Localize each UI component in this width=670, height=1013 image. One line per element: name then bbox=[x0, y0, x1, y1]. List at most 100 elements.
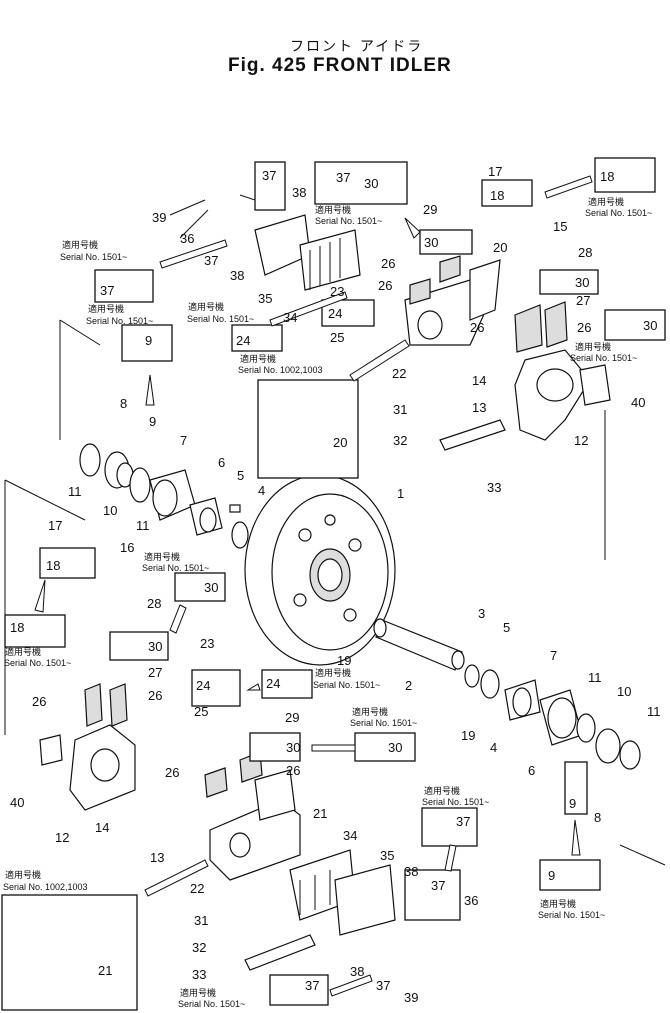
callout-12: 12 bbox=[574, 433, 588, 448]
arrows bbox=[34, 175, 593, 997]
callout-4: 4 bbox=[258, 483, 265, 498]
callout-13b: 13 bbox=[150, 850, 164, 865]
note-serial-10: Serial No. 1501~ bbox=[313, 680, 380, 690]
callout-35b: 35 bbox=[380, 848, 394, 863]
right-bearing-group bbox=[464, 664, 641, 770]
callout-30e: 30 bbox=[204, 580, 218, 595]
callout-17b: 17 bbox=[48, 518, 62, 533]
callout-18b: 18 bbox=[600, 169, 614, 184]
callout-37c: 37 bbox=[204, 253, 218, 268]
callout-6: 6 bbox=[218, 455, 225, 470]
callout-14b: 14 bbox=[95, 820, 109, 835]
note-tekiyo-7: 適用号機 bbox=[575, 341, 611, 352]
callout-12b: 12 bbox=[55, 830, 69, 845]
note-tekiyo-14: 適用号機 bbox=[5, 869, 41, 880]
callout-24: 24 bbox=[328, 306, 342, 321]
callout-29: 29 bbox=[423, 202, 437, 217]
callout-1: 1 bbox=[397, 486, 404, 501]
callout-5b: 5 bbox=[503, 620, 510, 635]
callout-26e: 26 bbox=[32, 694, 46, 709]
idler-shaft bbox=[373, 618, 465, 671]
note-tekiyo-5: 適用号機 bbox=[188, 301, 224, 312]
note-serial-6: Serial No. 1002,1003 bbox=[238, 365, 323, 375]
callout-33: 33 bbox=[487, 480, 501, 495]
callout-22: 22 bbox=[392, 366, 406, 381]
note-tekiyo-11: 適用号機 bbox=[352, 706, 388, 717]
note-tekiyo-2: 適用号機 bbox=[588, 196, 624, 207]
callout-39b: 39 bbox=[404, 990, 418, 1005]
lower-support bbox=[204, 751, 301, 881]
serial-notes: 適用号機 Serial No. 1501~ 適用号機 Serial No. 15… bbox=[3, 196, 652, 1009]
callout-18c: 18 bbox=[46, 558, 60, 573]
callout-23b: 23 bbox=[200, 636, 214, 651]
callout-23: 23 bbox=[330, 284, 344, 299]
callout-28: 28 bbox=[578, 245, 592, 260]
callout-31b: 31 bbox=[194, 913, 208, 928]
note-serial-8: Serial No. 1501~ bbox=[142, 563, 209, 573]
callout-7: 7 bbox=[180, 433, 187, 448]
callout-15: 15 bbox=[553, 219, 567, 234]
callout-37f: 37 bbox=[431, 878, 445, 893]
callout-40b: 40 bbox=[10, 795, 24, 810]
callout-3: 3 bbox=[478, 606, 485, 621]
callout-30d: 30 bbox=[643, 318, 657, 333]
callout-37h: 37 bbox=[305, 978, 319, 993]
plate-33-lower bbox=[244, 934, 316, 971]
callout-19: 19 bbox=[337, 653, 351, 668]
callout-34: 34 bbox=[283, 310, 297, 325]
callout-27b: 27 bbox=[148, 665, 162, 680]
title-japanese: フロント アイドラ bbox=[290, 38, 424, 54]
callout-2: 2 bbox=[405, 678, 412, 693]
callout-30f: 30 bbox=[148, 639, 162, 654]
upper-guard bbox=[514, 301, 611, 441]
callout-8: 8 bbox=[120, 396, 127, 411]
callout-7b: 7 bbox=[550, 648, 557, 663]
callout-27: 27 bbox=[576, 293, 590, 308]
leader-lines bbox=[4, 194, 666, 866]
note-serial-7: Serial No. 1501~ bbox=[570, 353, 637, 363]
left-bearing-group bbox=[79, 443, 249, 549]
callout-32: 32 bbox=[393, 433, 407, 448]
callout-10: 10 bbox=[103, 503, 117, 518]
callout-9c: 9 bbox=[569, 796, 576, 811]
callout-28b: 28 bbox=[147, 596, 161, 611]
callout-26h: 26 bbox=[286, 763, 300, 778]
callout-36b: 36 bbox=[464, 893, 478, 908]
callout-29b: 29 bbox=[285, 710, 299, 725]
callout-16: 16 bbox=[120, 540, 134, 555]
lower-guard bbox=[39, 683, 136, 811]
callout-11: 11 bbox=[68, 484, 82, 499]
note-tekiyo-1: 適用号機 bbox=[315, 204, 351, 215]
callout-38: 38 bbox=[292, 185, 306, 200]
note-tekiyo-10: 適用号機 bbox=[315, 667, 351, 678]
callout-4b: 4 bbox=[490, 740, 497, 755]
callout-20b: 20 bbox=[333, 435, 347, 450]
callout-30c: 30 bbox=[575, 275, 589, 290]
callout-10b: 10 bbox=[617, 684, 631, 699]
callout-34b: 34 bbox=[343, 828, 357, 843]
lower-plate bbox=[289, 849, 396, 936]
callout-31: 31 bbox=[393, 402, 407, 417]
note-tekiyo-4: 適用号機 bbox=[88, 303, 124, 314]
callout-30b: 30 bbox=[424, 235, 438, 250]
callout-37e: 37 bbox=[456, 814, 470, 829]
callout-24b: 24 bbox=[236, 333, 250, 348]
note-serial-5: Serial No. 1501~ bbox=[187, 314, 254, 324]
callout-38c: 38 bbox=[404, 864, 418, 879]
note-serial-2: Serial No. 1501~ bbox=[585, 208, 652, 218]
callout-11b: 11 bbox=[136, 518, 150, 533]
callout-18: 18 bbox=[490, 188, 504, 203]
callout-37: 37 bbox=[262, 168, 276, 183]
note-serial-13: Serial No. 1501~ bbox=[538, 910, 605, 920]
callout-26d: 26 bbox=[577, 320, 591, 335]
top-guard bbox=[254, 214, 361, 291]
callout-8b: 8 bbox=[594, 810, 601, 825]
callout-9b: 9 bbox=[149, 414, 156, 429]
figure-title: Fig. 425 FRONT IDLER bbox=[228, 55, 452, 76]
upper-support bbox=[404, 255, 501, 346]
callout-37d: 37 bbox=[100, 283, 114, 298]
callout-37b: 37 bbox=[336, 170, 350, 185]
callout-26b: 26 bbox=[378, 278, 392, 293]
callout-18d: 18 bbox=[10, 620, 24, 635]
